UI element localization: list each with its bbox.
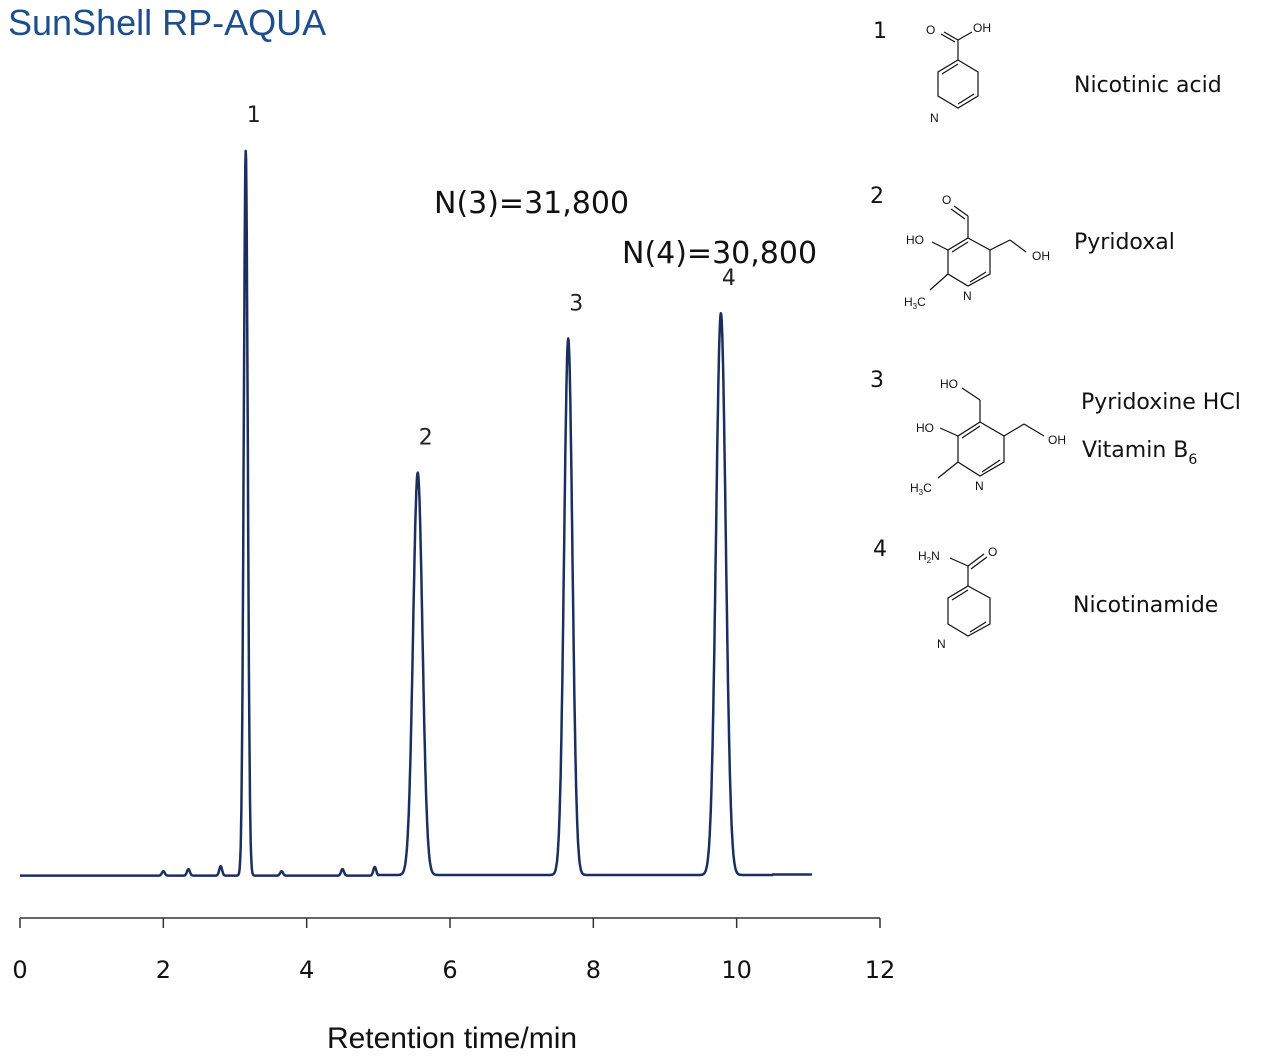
nicotinamide-structure: H2N O N: [918, 545, 997, 651]
compound-name: Nicotinamide: [1073, 593, 1218, 618]
x-tick-label: 2: [156, 956, 171, 984]
peak-label: 4: [722, 266, 736, 291]
svg-text:O: O: [942, 193, 951, 207]
svg-text:H3C: H3C: [904, 295, 926, 311]
svg-text:H2N: H2N: [918, 549, 940, 565]
plate-count-4: N(4)=30,800: [622, 236, 817, 271]
x-tick-label: 10: [721, 956, 752, 984]
compound-number: 2: [870, 184, 884, 209]
compound-number: 1: [873, 19, 887, 44]
svg-text:N: N: [975, 479, 984, 493]
series-line: [19, 149, 813, 877]
peak-label: 3: [569, 292, 583, 317]
compound-number: 4: [873, 537, 887, 562]
x-tick-label: 6: [442, 956, 457, 984]
pyridoxal-structure: O HO OH H3C N: [904, 193, 1050, 311]
compound-number: 3: [870, 368, 884, 393]
svg-text:O: O: [926, 23, 935, 37]
svg-text:OH: OH: [1048, 433, 1066, 447]
compound-name: Nicotinic acid: [1074, 73, 1222, 98]
x-tick-label: 12: [865, 956, 896, 984]
chart-title: SunShell RP-AQUA: [8, 2, 327, 43]
svg-text:O: O: [988, 545, 997, 559]
nicotinic-acid-structure: O OH N: [926, 21, 991, 125]
x-tick-label: 4: [299, 956, 314, 984]
svg-text:HO: HO: [940, 377, 958, 391]
svg-text:N: N: [963, 289, 972, 303]
compound-legend: 1 O OH N Nicotinic acid 2: [870, 19, 1241, 651]
svg-text:H3C: H3C: [910, 481, 932, 497]
compound-name-2: Vitamin B6: [1082, 438, 1197, 468]
svg-text:HO: HO: [916, 421, 934, 435]
peak-label: 2: [419, 426, 433, 451]
x-tick-label: 8: [586, 956, 601, 984]
pyridoxine-structure: HO HO OH H3C N: [910, 377, 1066, 497]
svg-text:OH: OH: [973, 21, 991, 35]
svg-text:N: N: [930, 111, 939, 125]
compound-name: Pyridoxine HCl: [1081, 390, 1241, 415]
compound-name: Pyridoxal: [1074, 230, 1175, 255]
svg-text:OH: OH: [1032, 249, 1050, 263]
x-axis-label: Retention time/min: [327, 1022, 577, 1055]
plate-count-3: N(3)=31,800: [434, 186, 629, 221]
svg-text:N: N: [937, 637, 946, 651]
svg-text:HO: HO: [906, 233, 924, 247]
peak-label: 1: [247, 103, 261, 128]
x-tick-label: 0: [12, 956, 27, 984]
